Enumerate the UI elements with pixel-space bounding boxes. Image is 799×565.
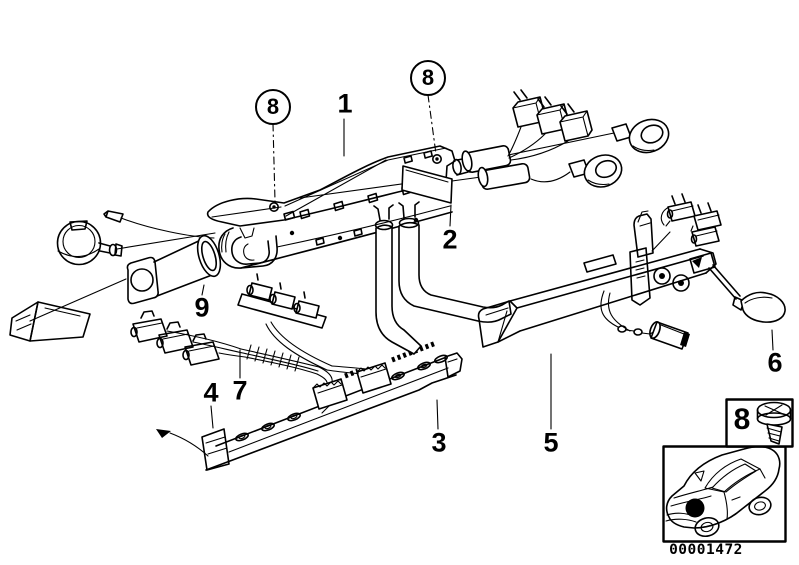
round-cap-part [56, 220, 123, 266]
rail-connector-block-2 [356, 362, 392, 394]
callout-2[interactable]: 2 [442, 224, 458, 255]
upper-harness-connectors [461, 89, 670, 191]
exploded-axis-lines [29, 232, 216, 322]
callout-7[interactable]: 7 [232, 375, 248, 406]
mini-connector-3 [690, 226, 720, 247]
rail-connector-block-1 [312, 378, 348, 410]
cable-duct-assembly [206, 145, 474, 269]
leader-callout-3 [436, 399, 439, 430]
location-dot [685, 498, 705, 518]
connector-plate [237, 273, 367, 375]
rail-socket-pockets [235, 354, 448, 442]
tape-wrap-marks [246, 344, 300, 372]
small-connector-group [651, 193, 722, 252]
callout-8-top-left[interactable]: 8 [255, 89, 291, 125]
image-code: 00001472 [669, 542, 743, 558]
rail-teeth-strip [344, 340, 437, 379]
callout-1[interactable]: 1 [337, 88, 353, 119]
plate-wires [265, 321, 333, 371]
inset-panel [662, 398, 794, 543]
leader-callout-2 [449, 204, 452, 227]
carrier-bracket-part-5 [477, 210, 717, 348]
bracket-lower-strap [629, 247, 651, 306]
spade-connector-2 [156, 321, 194, 354]
pin-lead-part-4 [156, 429, 209, 457]
harness-part-7 [130, 310, 333, 386]
plate-connector-2 [269, 282, 296, 310]
cube-connector-3 [559, 103, 593, 142]
screw-position-dot-left [268, 202, 279, 213]
callout-4[interactable]: 4 [203, 377, 219, 408]
callout-9[interactable]: 9 [194, 292, 210, 323]
rubber-sleeve-1 [461, 145, 512, 173]
duct-channel [218, 205, 453, 269]
screw-position-dot-right [431, 154, 442, 165]
rubber-sleeve-2 [477, 162, 531, 191]
cube-connector-wires [507, 126, 569, 161]
callout-6[interactable]: 6 [767, 347, 783, 378]
cap-lead-wire [103, 210, 215, 239]
callout-8-top-right[interactable]: 8 [410, 60, 446, 96]
ring-terminal-2 [568, 154, 623, 188]
plate-connector-1 [246, 273, 273, 301]
flat-connector-part [9, 301, 91, 342]
leader-callout-8-left [272, 123, 276, 202]
leader-callout-9 [201, 284, 205, 296]
callout-8-inset[interactable]: 8 [733, 403, 751, 436]
socket-pigtail [600, 290, 690, 350]
leader-callout-6 [771, 329, 774, 351]
callout-3[interactable]: 3 [431, 427, 447, 458]
car-silhouette-icon [665, 445, 781, 538]
tapping-screw-icon [756, 401, 792, 445]
spade-connector-1 [130, 310, 168, 343]
leader-lines [201, 94, 774, 430]
mini-connector-1 [666, 193, 696, 222]
plate-connector-3 [293, 291, 320, 319]
lever-part-6 [708, 264, 786, 323]
bracket-upper-tab [633, 210, 654, 258]
leader-callout-4 [210, 405, 214, 429]
grommet-sleeve-part-9 [126, 234, 222, 305]
leader-callout-8-right [427, 94, 437, 155]
mini-connector-2 [693, 202, 722, 231]
elbow-tube-right [398, 201, 512, 323]
duct-panel-part-2 [401, 165, 453, 204]
ring-terminal-1 [611, 118, 670, 154]
callout-5[interactable]: 5 [543, 427, 559, 458]
carrier-rail-part-3 [201, 340, 463, 471]
elbow-tube-left [373, 204, 422, 355]
spade-connector-3 [182, 333, 220, 366]
